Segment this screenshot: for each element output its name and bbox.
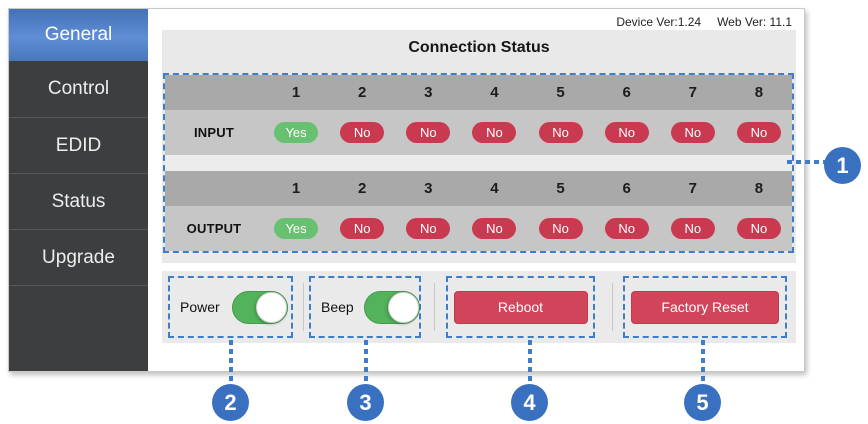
column-header: 2 — [358, 84, 367, 101]
output-1-status-badge: Yes — [274, 218, 319, 239]
power-label: Power — [180, 299, 220, 315]
column-header: 8 — [754, 84, 764, 101]
column-header: 6 — [622, 180, 631, 197]
input-2-status-badge: No — [340, 122, 385, 143]
sidebar-item-control[interactable]: Control — [47, 78, 110, 99]
column-header: 5 — [556, 180, 565, 197]
output-header-row: 1 2 3 4 5 6 7 8 — [165, 171, 792, 206]
divider — [612, 283, 613, 331]
sidebar-filler — [9, 285, 148, 371]
connection-status-panel: Connection Status 1 2 3 4 5 6 7 8 IN — [162, 30, 796, 263]
divider — [434, 283, 435, 331]
column-header: 3 — [424, 180, 433, 197]
sidebar: General Control EDID Status Upgrade — [9, 9, 148, 371]
input-row-label: INPUT — [194, 125, 234, 140]
output-5-status-badge: No — [538, 218, 583, 239]
input-8-status-badge: No — [736, 122, 781, 143]
controls-strip: Power Beep Reboot F — [162, 271, 796, 343]
panel-title: Connection Status — [408, 39, 550, 56]
power-control-box: Power — [168, 276, 293, 338]
output-row-label: OUTPUT — [186, 221, 242, 236]
beep-toggle[interactable] — [363, 290, 420, 324]
reboot-button[interactable]: Reboot — [453, 290, 588, 324]
output-status-row: OUTPUT Yes No No No No No No No — [165, 206, 792, 251]
column-header: 3 — [424, 84, 433, 101]
column-header: 1 — [291, 84, 301, 101]
sidebar-item-general[interactable]: General — [9, 9, 148, 61]
callout-3-marker: 3 — [347, 384, 384, 421]
output-3-status-badge: No — [406, 218, 451, 239]
beep-toggle-knob — [387, 291, 419, 323]
callout-1-marker: 1 — [824, 147, 861, 184]
power-toggle[interactable] — [231, 290, 288, 324]
connection-status-table: 1 2 3 4 5 6 7 8 INPUT Yes No No No — [163, 73, 794, 253]
column-header: 4 — [490, 84, 499, 101]
callout-2-line — [229, 340, 233, 384]
callout-2-marker: 2 — [212, 384, 249, 421]
input-header-row: 1 2 3 4 5 6 7 8 — [165, 75, 792, 110]
version-bar: Device Ver:1.24 Web Ver: 11.1 — [600, 15, 792, 29]
output-2-status-badge: No — [340, 218, 385, 239]
callout-1-line — [787, 160, 825, 164]
input-4-status-badge: No — [472, 122, 517, 143]
input-status-row: INPUT Yes No No No No No No No — [165, 110, 792, 155]
beep-label: Beep — [321, 299, 354, 315]
column-header: 2 — [358, 180, 367, 197]
table-gap — [165, 155, 792, 171]
output-6-status-badge: No — [604, 218, 649, 239]
column-header: 7 — [688, 180, 697, 197]
input-1-status-badge: Yes — [274, 122, 319, 143]
input-5-status-badge: No — [538, 122, 583, 143]
main-area: Device Ver:1.24 Web Ver: 11.1 Connection … — [148, 9, 804, 371]
column-header: 5 — [556, 84, 565, 101]
sidebar-item-edid[interactable]: EDID — [9, 117, 148, 173]
callout-5-line — [701, 340, 705, 384]
column-header: 6 — [622, 84, 631, 101]
factory-reset-control-box: Factory Reset — [623, 276, 787, 338]
web-version-text: Web Ver: 11.1 — [717, 15, 792, 29]
output-8-status-badge: No — [736, 218, 781, 239]
callout-5-marker: 5 — [684, 384, 721, 421]
column-header: 1 — [291, 180, 301, 197]
input-7-status-badge: No — [670, 122, 715, 143]
callout-4-line — [528, 340, 532, 384]
sidebar-item-upgrade[interactable]: Upgrade — [9, 229, 148, 285]
device-admin-window: General Control EDID Status Upgrade Devi… — [8, 8, 805, 372]
output-7-status-badge: No — [670, 218, 715, 239]
column-header: 7 — [688, 84, 697, 101]
power-toggle-knob — [255, 291, 287, 323]
input-3-status-badge: No — [406, 122, 451, 143]
device-version-text: Device Ver:1.24 — [616, 15, 702, 29]
column-header: 4 — [490, 180, 499, 197]
beep-control-box: Beep — [309, 276, 421, 338]
divider — [303, 283, 304, 331]
output-4-status-badge: No — [472, 218, 517, 239]
input-6-status-badge: No — [604, 122, 649, 143]
reboot-control-box: Reboot — [446, 276, 595, 338]
column-header: 8 — [754, 180, 764, 197]
callout-4-marker: 4 — [511, 384, 548, 421]
sidebar-item-status[interactable]: Status — [9, 173, 148, 229]
callout-3-line — [364, 340, 368, 384]
factory-reset-button[interactable]: Factory Reset — [631, 290, 779, 324]
